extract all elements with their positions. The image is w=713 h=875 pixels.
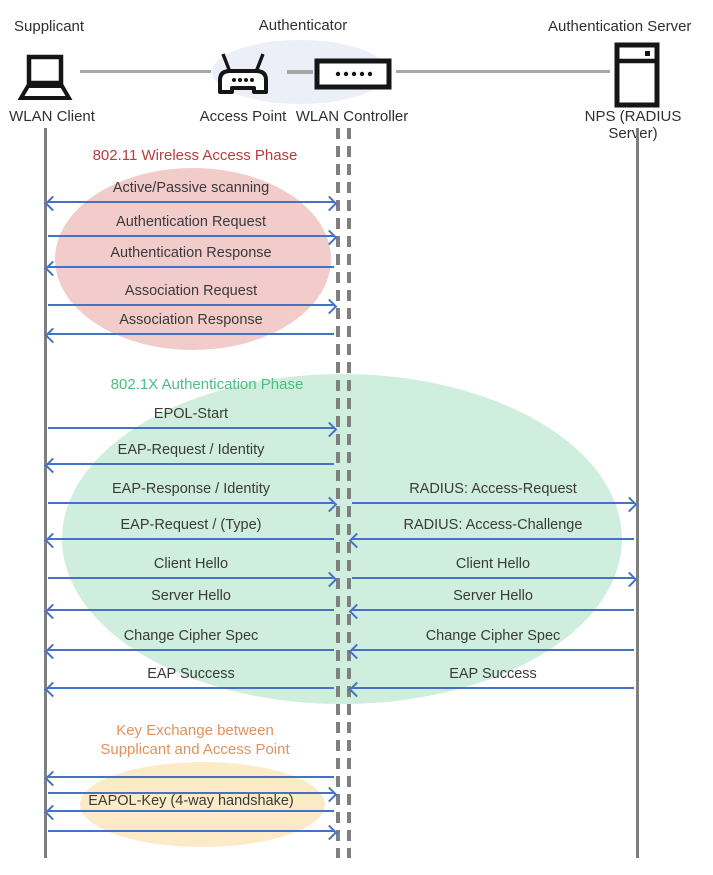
message-label: EPOL-Start (153, 406, 229, 422)
message-label: EAP Success (449, 666, 537, 682)
message-arrow (44, 260, 335, 276)
message-label: Change Cipher Spec (425, 628, 561, 644)
message-arrow (47, 421, 338, 437)
message-arrow (44, 770, 335, 786)
arrowhead-right-icon (321, 571, 338, 587)
arrowhead-left-icon (44, 681, 61, 697)
authenticator-lifeline-right (347, 128, 351, 858)
message-arrow (47, 298, 338, 314)
wlan-controller-icon (314, 58, 392, 90)
access-point-icon (210, 52, 276, 102)
message-label: RADIUS: Access-Challenge (403, 517, 583, 533)
auth-server-role-label: Authentication Server (548, 18, 692, 35)
message-arrow (44, 603, 335, 619)
arrowhead-left-icon (348, 532, 365, 548)
arrowhead-left-icon (44, 603, 61, 619)
message-label: EAP Success (147, 666, 235, 682)
message-label: Authentication Response (110, 245, 272, 261)
arrowhead-right-icon (621, 571, 638, 587)
message-label: Client Hello (153, 556, 229, 572)
message-arrow (47, 824, 338, 840)
authenticator-lifeline-left (336, 128, 340, 858)
message-arrow (44, 327, 335, 343)
arrowhead-right-icon (321, 421, 338, 437)
message-arrow (348, 643, 635, 659)
message-label: Server Hello (453, 588, 533, 604)
message-label: Client Hello (455, 556, 531, 572)
access-point-label: Access Point (199, 108, 287, 125)
arrowhead-right-icon (321, 195, 338, 211)
wireless-phase-title: 802.11 Wireless Access Phase (92, 147, 298, 164)
arrowhead-left-icon (348, 603, 365, 619)
message-arrow (44, 681, 335, 697)
message-label: Authentication Request (116, 214, 266, 230)
message-arrow (44, 195, 338, 211)
message-label: Change Cipher Spec (123, 628, 259, 644)
message-label: EAP-Request / (Type) (120, 517, 262, 533)
message-arrow (44, 804, 335, 820)
arrowhead-right-icon (321, 824, 338, 840)
arrowhead-left-icon (44, 643, 61, 659)
arrowhead-right-icon (321, 496, 338, 512)
message-label: EAPOL-Key (4-way handshake) (88, 793, 294, 809)
arrowhead-left-icon (44, 532, 61, 548)
auth-server-lifeline (636, 128, 639, 858)
message-label: Association Response (119, 312, 263, 328)
message-label: EAP-Request / Identity (117, 442, 265, 458)
arrowhead-left-icon (44, 457, 61, 473)
message-arrow (44, 643, 335, 659)
laptop-icon (13, 54, 77, 104)
arrowhead-left-icon (348, 643, 365, 659)
message-arrow (44, 532, 335, 548)
message-label: Association Request (124, 283, 258, 299)
arrowhead-left-icon (348, 681, 365, 697)
wireless-phase-ellipse (55, 168, 331, 350)
arrowhead-right-icon (321, 229, 338, 245)
key-exchange-phase-title: Key Exchange between Supplicant and Acce… (75, 721, 315, 759)
connector-ap-wlc (287, 70, 313, 74)
dot1x-phase-title: 802.1X Authentication Phase (110, 376, 304, 393)
message-label: EAP-Response / Identity (112, 481, 270, 497)
message-label: Server Hello (151, 588, 231, 604)
message-arrow (348, 603, 635, 619)
connector-client-ap (80, 70, 211, 73)
connector-wlc-server (396, 70, 610, 73)
server-icon (614, 42, 660, 108)
supplicant-lifeline (44, 128, 47, 858)
arrowhead-left-icon (44, 770, 61, 786)
authenticator-role-label: Authenticator (258, 17, 348, 34)
message-arrow (351, 571, 638, 587)
wlan-client-label: WLAN Client (9, 108, 95, 125)
message-arrow (47, 786, 338, 802)
key-exchange-title-line2: Supplicant and Access Point (100, 741, 290, 758)
arrowhead-left-icon (44, 260, 61, 276)
key-exchange-title-line1: Key Exchange between (116, 722, 274, 739)
arrowhead-left-icon (44, 327, 61, 343)
nps-radius-server-label: NPS (RADIUS Server) (584, 108, 682, 142)
message-arrow (351, 496, 638, 512)
message-arrow (47, 496, 338, 512)
supplicant-role-label: Supplicant (14, 18, 85, 35)
message-label: Active/Passive scanning (112, 180, 270, 196)
wlan-controller-label: WLAN Controller (295, 108, 409, 125)
message-label: RADIUS: Access-Request (409, 481, 577, 497)
message-arrow (348, 532, 635, 548)
arrowhead-right-icon (621, 496, 638, 512)
message-arrow (47, 229, 338, 245)
message-arrow (47, 571, 338, 587)
message-arrow (44, 457, 335, 473)
message-arrow (348, 681, 635, 697)
arrowhead-left-icon (44, 195, 61, 211)
